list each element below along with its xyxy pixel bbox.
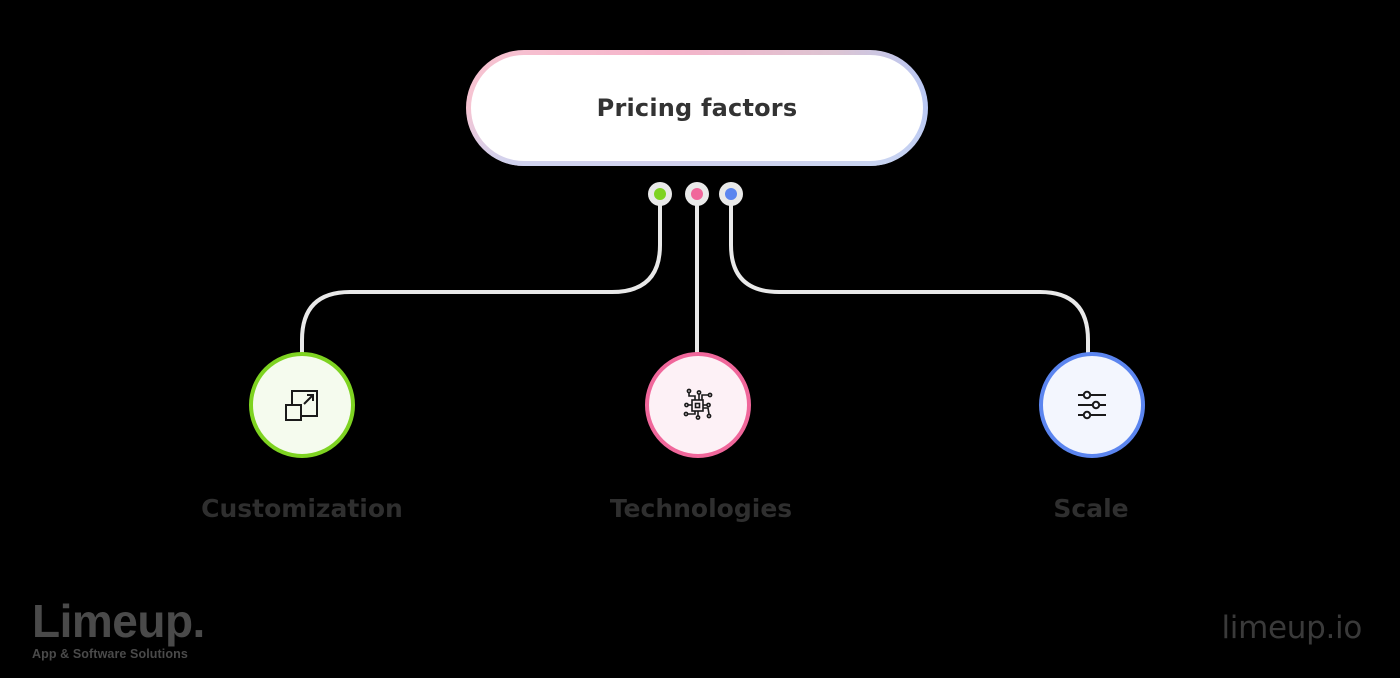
node-technologies <box>645 352 751 458</box>
node-label-technologies: Technologies <box>609 494 793 523</box>
connector-dot-technologies <box>685 182 709 206</box>
circuit-chip-icon <box>683 388 713 420</box>
node-customization <box>249 352 355 458</box>
sliders-icon <box>1078 390 1106 420</box>
node-label-scale: Scale <box>1053 494 1129 523</box>
connector-scale <box>729 205 1090 356</box>
website-url: limeup.io <box>1221 610 1362 646</box>
connector-dot-scale <box>719 182 743 206</box>
connector-customization <box>300 205 662 356</box>
dot-green <box>654 188 666 200</box>
brand-tagline: App & Software Solutions <box>32 647 188 661</box>
resize-expand-icon <box>285 390 318 421</box>
brand-name: Limeup. <box>32 595 205 647</box>
connector-dot-customization <box>648 182 672 206</box>
brand-logo: Limeup. App & Software Solutions <box>32 598 205 661</box>
root-node-inner: Pricing factors <box>471 55 923 161</box>
dot-pink <box>691 188 703 200</box>
root-title: Pricing factors <box>596 94 798 122</box>
root-node: Pricing factors <box>466 50 928 166</box>
dot-blue <box>725 188 737 200</box>
node-label-customization: Customization <box>201 494 403 523</box>
node-scale <box>1039 352 1145 458</box>
